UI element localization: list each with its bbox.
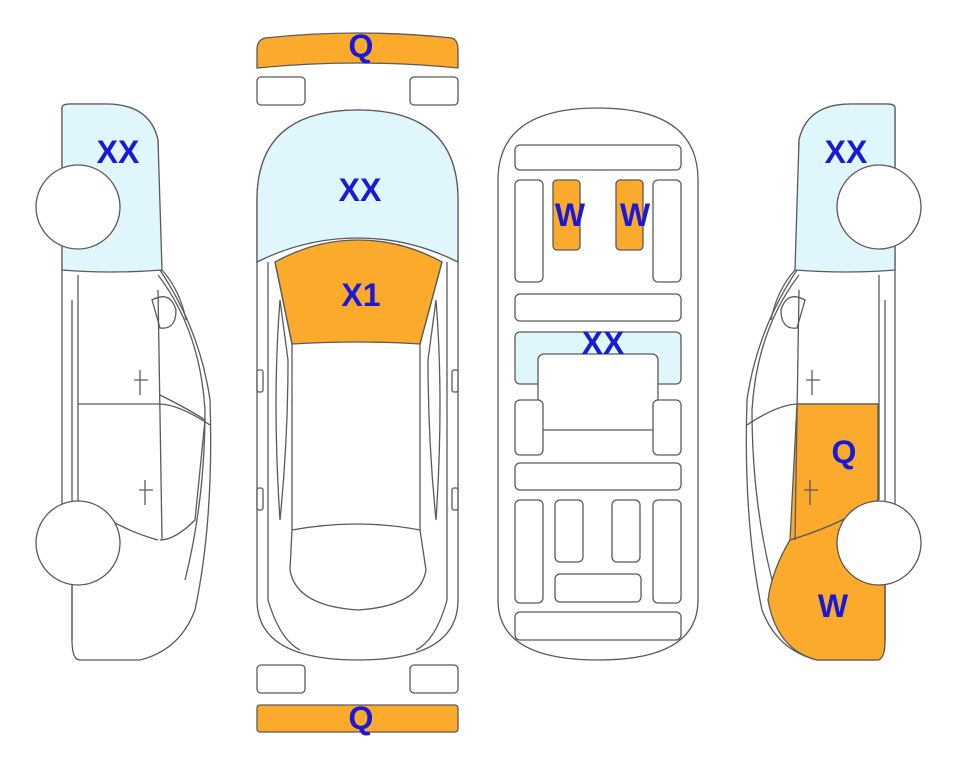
left-side-front-wheel	[35, 164, 121, 250]
left-side-roof-line	[157, 274, 206, 581]
left-side-pillar-b	[157, 289, 163, 541]
top-left-mirror-front	[256, 369, 264, 393]
underside-tail-bar	[514, 611, 682, 641]
front-bumper-panel	[256, 32, 459, 69]
right-side-pillar-b	[794, 289, 800, 541]
left-side-rear-glass	[159, 394, 206, 541]
right-side-a-pillar	[770, 269, 796, 321]
top-left-side-glass	[275, 299, 289, 521]
top-windshield-label: XX	[338, 172, 382, 208]
underside-mid-crossbar	[514, 293, 682, 322]
underside-right-rail	[652, 179, 682, 283]
rear-bumper-panel	[256, 704, 459, 733]
front-left-headlight	[256, 76, 306, 106]
right-windshield-label: XX	[824, 134, 868, 170]
left-windshield-label: XX	[96, 134, 140, 170]
underside-rear-crossbar	[514, 462, 682, 491]
underside-left-pad	[552, 179, 581, 251]
right-rear-door-label: Q	[831, 434, 857, 470]
right-side-handle-front	[806, 370, 820, 395]
front-right-headlight	[409, 76, 459, 106]
underside-rear-left-block	[554, 499, 584, 563]
top-right-side-glass	[427, 299, 441, 521]
underside-right-pad	[615, 179, 644, 251]
right-side-view	[745, 103, 922, 661]
rear-bumper-label: Q	[348, 700, 374, 736]
underside-right-pad-label: W	[619, 197, 651, 233]
underside-front-crossbar	[514, 144, 682, 171]
top-roof-rear	[289, 523, 427, 611]
right-side-rear-wheel	[836, 500, 922, 586]
top-right-mirror-rear	[451, 487, 459, 511]
underside-left-pad-label: W	[554, 197, 586, 233]
left-side-handle-rear	[139, 480, 153, 505]
right-side-handle-rear	[804, 480, 818, 505]
rear-right-taillight	[409, 664, 459, 694]
underside-view	[497, 107, 699, 661]
top-right-body-line	[415, 262, 448, 651]
right-side-front-wheel	[836, 164, 922, 250]
left-side-view	[35, 103, 212, 661]
rear-left-taillight	[256, 664, 306, 694]
top-hood-label: X1	[341, 277, 381, 313]
top-hood-panel	[274, 239, 443, 345]
right-side-mirror	[780, 296, 806, 329]
left-side-handle-front	[134, 370, 148, 395]
right-side-roof-line	[751, 274, 800, 581]
underside-center-block	[537, 353, 659, 431]
top-right-a-pillar	[419, 261, 443, 530]
underside-center-label: XX	[581, 325, 625, 361]
top-view	[256, 32, 459, 733]
underside-rear-right-block	[611, 499, 641, 563]
front-bumper-label: Q	[348, 28, 374, 64]
underside-left-rail	[514, 179, 544, 283]
left-side-a-pillar	[161, 269, 187, 321]
top-left-mirror-rear	[256, 487, 264, 511]
underside-rear-right-rail	[652, 499, 682, 604]
underside-left-mid-rail	[514, 399, 544, 456]
underside-right-mid-rail	[652, 399, 682, 456]
left-side-mirror	[151, 296, 177, 329]
top-windshield-glass	[256, 109, 459, 264]
underside-rear-left-rail	[514, 499, 544, 604]
left-side-rear-wheel	[35, 500, 121, 586]
top-left-body-line	[267, 262, 301, 651]
right-rear-quarter-label: W	[817, 588, 849, 624]
top-left-a-pillar	[274, 261, 293, 530]
underside-rear-center-bar	[554, 573, 642, 603]
top-right-mirror-front	[451, 369, 459, 393]
